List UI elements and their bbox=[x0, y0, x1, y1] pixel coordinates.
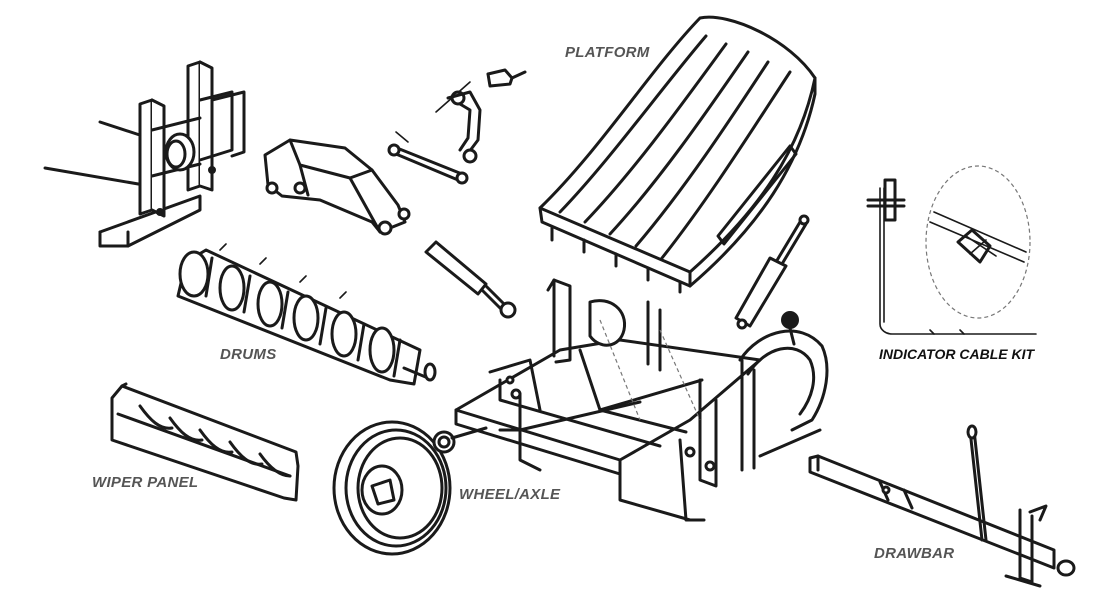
main-frame-part bbox=[454, 278, 829, 522]
gas-strut-part bbox=[734, 214, 810, 330]
hitch-bracket-part bbox=[263, 138, 411, 236]
label-indicator-cable-kit: INDICATOR CABLE KIT bbox=[879, 346, 1035, 362]
linkage-arm-part bbox=[387, 68, 527, 185]
label-drawbar: DRAWBAR bbox=[874, 545, 955, 562]
label-wiper-panel: WIPER PANEL bbox=[92, 474, 199, 491]
label-wheel-axle: WHEEL/AXLE bbox=[459, 486, 561, 503]
indicator-cable-kit-part bbox=[866, 165, 1037, 335]
label-drums: DRUMS bbox=[220, 346, 277, 363]
wheel-axle-part bbox=[332, 420, 488, 556]
actuator-part bbox=[424, 240, 517, 319]
wiper-panel-part bbox=[110, 382, 300, 502]
drawbar-part bbox=[808, 424, 1076, 588]
lift-frame-part bbox=[43, 60, 246, 248]
platform-part bbox=[538, 15, 817, 294]
drums-part bbox=[176, 243, 437, 386]
label-platform: PLATFORM bbox=[565, 44, 650, 61]
